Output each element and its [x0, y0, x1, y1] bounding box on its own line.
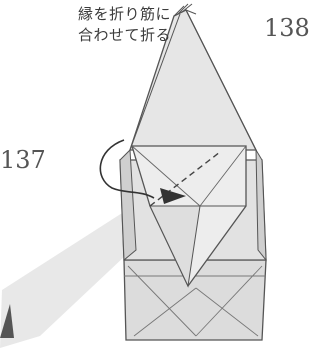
- upper-flap-layers: [129, 3, 257, 151]
- instruction-line-2: 合わせて折る: [78, 26, 172, 44]
- body-crease-lines: [124, 265, 266, 337]
- fold-instruction: 縁を折り筋に 合わせて折る: [78, 4, 171, 46]
- left-side-flap: [119, 148, 137, 262]
- step-number-current: 138: [264, 14, 310, 42]
- valley-fold-line: [149, 151, 221, 207]
- step-number-previous: 137: [0, 146, 46, 174]
- panel-diagonal: [131, 145, 201, 207]
- panel-diagonal-2: [199, 145, 247, 207]
- fold-arrowhead: [160, 188, 186, 204]
- corner-triangle-mark: [0, 304, 14, 338]
- instruction-line-1: 縁を折り筋に: [78, 5, 172, 23]
- fold-arrow: [99, 139, 155, 199]
- right-side-flap: [255, 148, 267, 262]
